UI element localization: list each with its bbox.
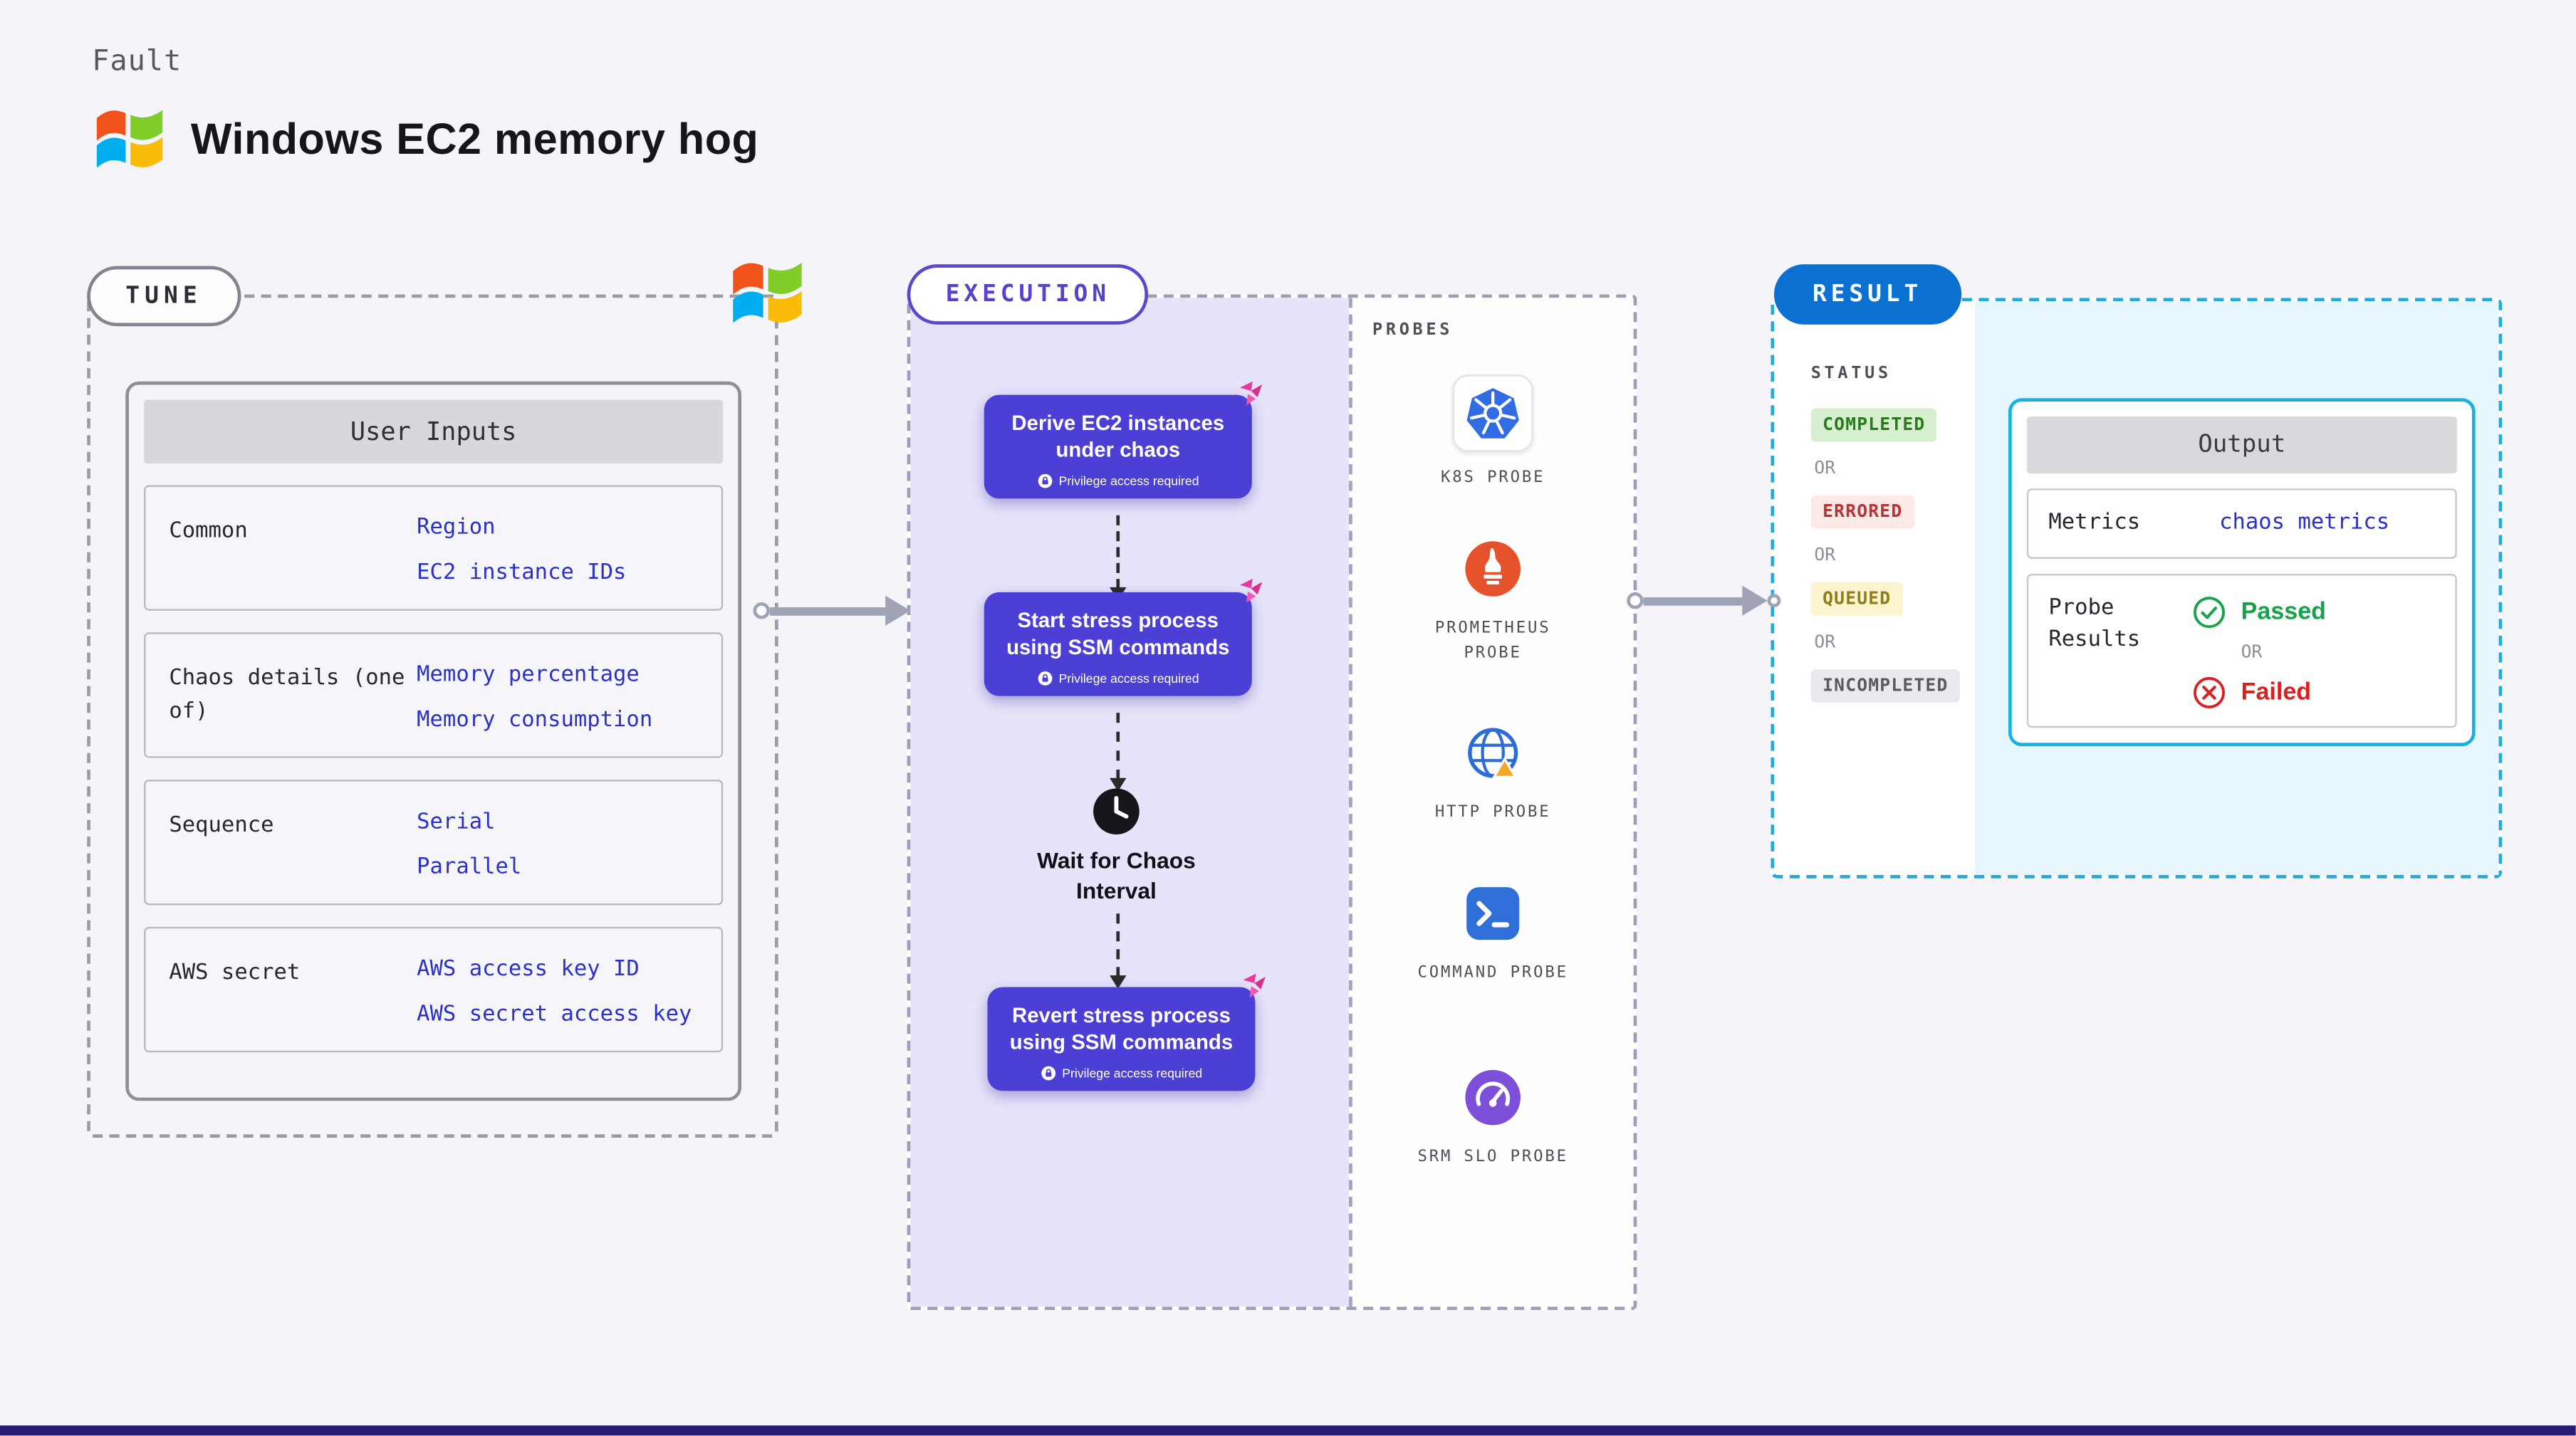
flow-connector — [1110, 913, 1127, 989]
result-section: STATUS COMPLETED OR ERRORED OR QUEUED OR… — [1771, 298, 2503, 879]
probes-title: PROBES — [1372, 321, 1454, 340]
flow-connector — [1110, 515, 1127, 601]
windows-logo-icon — [733, 262, 802, 323]
status-badge-incompleted: INCOMPLETED — [1810, 669, 1960, 703]
probe-result-failed: Failed — [2192, 675, 2326, 708]
status-badge-queued: QUEUED — [1810, 582, 1903, 616]
or-label: OR — [2241, 641, 2263, 662]
prometheus-icon — [1459, 535, 1526, 602]
windows-logo-icon — [96, 110, 163, 168]
fault-eyebrow: Fault — [92, 45, 182, 79]
status-column: STATUS COMPLETED OR ERRORED OR QUEUED OR… — [1810, 365, 1960, 703]
step-label: Derive EC2 instances under chaos — [1011, 412, 1225, 463]
clock-icon — [1093, 788, 1140, 835]
lock-icon — [1037, 670, 1052, 685]
row-label: Common — [169, 518, 248, 544]
probe-label: K8S PROBE — [1441, 468, 1545, 487]
arrowhead-icon — [885, 595, 911, 626]
probe-srm-slo: SRM SLO PROBE — [1352, 1064, 1634, 1171]
connector-dot — [1627, 592, 1644, 609]
input-link[interactable]: Parallel — [417, 854, 522, 881]
execution-flow-panel: Derive EC2 instances under chaos Privile… — [910, 298, 1350, 1307]
probe-label: HTTP PROBE — [1434, 803, 1551, 822]
output-header: Output — [2026, 416, 2457, 474]
input-link[interactable]: Memory consumption — [417, 708, 653, 733]
row-label: Chaos details (one of) — [169, 666, 405, 725]
tune-badge: TUNE — [87, 266, 241, 327]
kubernetes-icon — [1452, 374, 1533, 452]
arrow-tune-to-execution — [753, 595, 911, 626]
chaos-fault-icon — [1239, 381, 1263, 406]
lock-icon — [1037, 473, 1052, 488]
input-link[interactable]: AWS access key ID — [417, 957, 640, 982]
probe-result-passed: Passed — [2192, 594, 2326, 628]
metrics-row: Metrics chaos metrics — [2026, 488, 2457, 558]
step-label: Revert stress process using SSM commands — [1009, 1004, 1234, 1055]
bottom-divider — [0, 1425, 2576, 1436]
privilege-note: Privilege access required — [1003, 1065, 1241, 1080]
page-title: Windows EC2 memory hog — [190, 112, 759, 164]
result-badge: RESULT — [1774, 264, 1961, 325]
x-circle-icon — [2193, 676, 2226, 708]
step-derive-instances: Derive EC2 instances under chaos Privile… — [984, 381, 1263, 498]
probe-label: SRM SLO PROBE — [1417, 1148, 1568, 1166]
execution-section: Derive EC2 instances under chaos Privile… — [907, 294, 1637, 1311]
status-badge-errored: ERRORED — [1810, 495, 1914, 529]
wait-chaos-interval-label: Wait for Chaos Interval — [1037, 848, 1196, 904]
probe-prometheus: PROMETHEUS PROBE — [1352, 535, 1634, 666]
input-link[interactable]: Memory percentage — [417, 662, 640, 688]
privilege-note: Privilege access required — [999, 473, 1237, 488]
or-label: OR — [1814, 458, 1836, 479]
input-link[interactable]: Region — [417, 515, 496, 541]
table-row-chaos-details: Chaos details (one of) Memory percentage… — [144, 632, 724, 758]
arrowhead-icon — [1742, 585, 1768, 616]
globe-warning-icon — [1459, 719, 1526, 786]
lock-icon — [1041, 1065, 1055, 1080]
or-label: OR — [1814, 632, 1836, 653]
status-title: STATUS — [1810, 365, 1892, 384]
step-start-stress: Start stress process using SSM commands … — [984, 578, 1263, 696]
probe-results-row: Probe Results Passed OR — [2026, 572, 2457, 728]
check-circle-icon — [2193, 595, 2226, 627]
privilege-note: Privilege access required — [999, 670, 1237, 685]
user-inputs-table: User Inputs Common Region EC2 instance I… — [125, 381, 742, 1101]
chaos-fault-icon — [1243, 973, 1266, 997]
terminal-icon — [1459, 880, 1526, 947]
connector-dot — [753, 602, 770, 619]
execution-badge: EXECUTION — [907, 264, 1149, 325]
or-label: OR — [1814, 545, 1836, 566]
step-revert-stress: Revert stress process using SSM commands… — [987, 973, 1266, 1091]
probes-panel: PROBES — [1349, 298, 1634, 1307]
chaos-metrics-link[interactable]: chaos metrics — [2219, 510, 2390, 536]
probe-k8s: K8S PROBE — [1352, 374, 1634, 491]
user-inputs-header: User Inputs — [144, 399, 724, 463]
probe-results-label: Probe Results — [2048, 594, 2141, 653]
row-label: AWS secret — [169, 960, 301, 986]
probe-label: COMMAND PROBE — [1417, 963, 1568, 982]
step-label: Start stress process using SSM commands — [1006, 609, 1230, 660]
input-link[interactable]: AWS secret access key — [417, 1002, 692, 1027]
arrow-execution-to-result — [1627, 585, 1781, 616]
table-row-sequence: Sequence Serial Parallel — [144, 780, 724, 906]
row-label: Sequence — [169, 813, 274, 839]
input-link[interactable]: Serial — [417, 809, 496, 835]
connector-dot — [1767, 594, 1781, 608]
table-row-aws-secret: AWS secret AWS access key ID AWS secret … — [144, 926, 724, 1053]
chaos-fault-icon — [1239, 578, 1263, 603]
table-row-common: Common Region EC2 instance IDs — [144, 485, 724, 611]
output-card: Output Metrics chaos metrics Probe Resul… — [2008, 398, 2476, 745]
page-header: Windows EC2 memory hog — [90, 100, 758, 177]
flow-connector — [1110, 713, 1127, 792]
tune-section — [87, 294, 778, 1138]
slo-gauge-icon — [1459, 1064, 1526, 1131]
probe-command: COMMAND PROBE — [1352, 880, 1634, 987]
probe-label: PROMETHEUS PROBE — [1434, 619, 1551, 662]
probe-http: HTTP PROBE — [1352, 719, 1634, 826]
input-link[interactable]: EC2 instance IDs — [417, 560, 627, 586]
metrics-label: Metrics — [2048, 510, 2141, 535]
status-badge-completed: COMPLETED — [1810, 408, 1937, 442]
